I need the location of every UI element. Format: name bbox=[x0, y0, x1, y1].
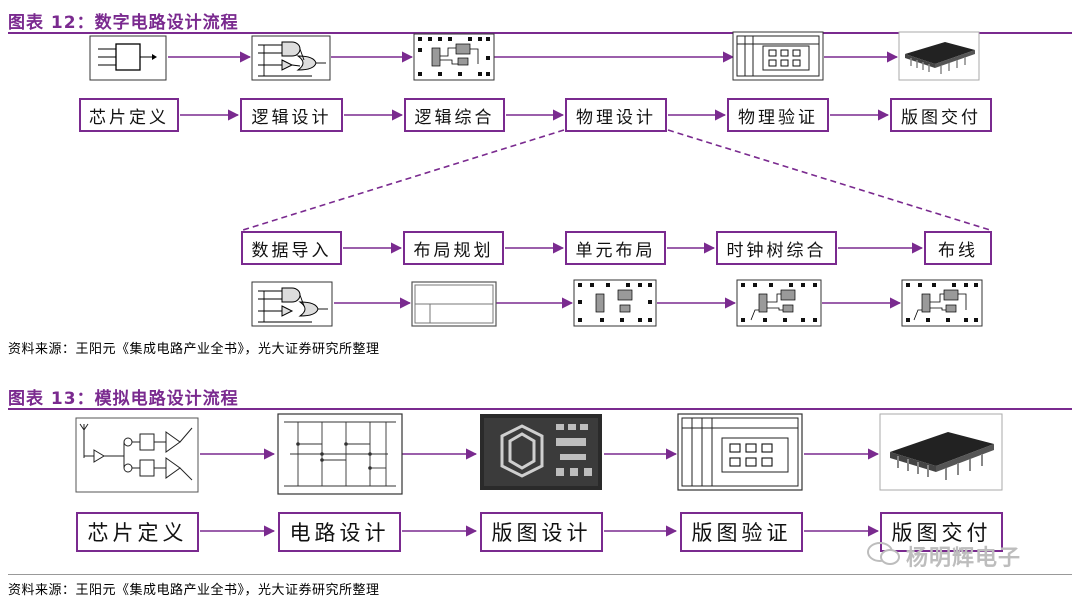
flow-box-logic-synthesis: 逻辑综合 bbox=[404, 98, 505, 132]
flow-box-layout-delivery: 版图交付 bbox=[890, 98, 992, 132]
flow-box-cell-placement: 单元布局 bbox=[565, 231, 666, 265]
flow-box-chip-definition-analog: 芯片定义 bbox=[76, 512, 199, 552]
flow-box-physical-verification: 物理验证 bbox=[727, 98, 829, 132]
flow-box-layout-verification: 版图验证 bbox=[680, 512, 803, 552]
chip-package-icon bbox=[898, 31, 980, 81]
spiral-inductor-icon bbox=[480, 414, 602, 490]
layout-cells-icon bbox=[413, 33, 495, 81]
flow-box-logic-design: 逻辑设计 bbox=[240, 98, 343, 132]
placement-icon bbox=[573, 279, 657, 327]
flow-box-routing: 布线 bbox=[924, 231, 992, 265]
clock-tree-icon bbox=[736, 279, 822, 327]
flow-box-clock-tree-synthesis: 时钟树综合 bbox=[716, 231, 837, 265]
figure-13-source: 资料来源：王阳元《集成电路产业全书》，光大证券研究所整理 bbox=[8, 583, 380, 598]
flow-box-data-import: 数据导入 bbox=[241, 231, 342, 265]
logic-gates-icon bbox=[251, 281, 333, 327]
dashed-expand-left bbox=[242, 129, 565, 231]
transistor-schematic-icon bbox=[277, 413, 403, 495]
flow-box-chip-definition: 芯片定义 bbox=[79, 98, 179, 132]
flow-box-layout-design: 版图设计 bbox=[480, 512, 603, 552]
figure-13-title: 图表 13：模拟电路设计流程 bbox=[8, 389, 239, 409]
figure-13-bottom-rule bbox=[8, 574, 1072, 575]
flow-box-floorplanning: 布局规划 bbox=[403, 231, 504, 265]
flow-box-circuit-design: 电路设计 bbox=[278, 512, 401, 552]
watermark-text: 杨明辉电子 bbox=[906, 546, 1022, 571]
layout-verify-icon bbox=[677, 413, 803, 491]
logic-gates-icon bbox=[251, 35, 331, 81]
analog-schematic-icon bbox=[75, 417, 199, 493]
chip-package-icon bbox=[879, 413, 1003, 491]
figure-12-title: 图表 12：数字电路设计流程 bbox=[8, 13, 239, 33]
wechat-icon bbox=[866, 540, 906, 570]
floorplan-icon bbox=[411, 281, 497, 327]
block-diagram-icon bbox=[89, 35, 167, 81]
layout-verify-icon bbox=[732, 31, 824, 81]
flow-box-physical-design: 物理设计 bbox=[565, 98, 667, 132]
dashed-expand-right bbox=[667, 129, 991, 231]
flow-box-layout-delivery-analog: 版图交付 bbox=[880, 512, 1003, 552]
figure-12-title-rule bbox=[8, 32, 1072, 34]
figure-13-title-rule bbox=[8, 408, 1072, 410]
figure-12-source: 资料来源：王阳元《集成电路产业全书》，光大证券研究所整理 bbox=[8, 342, 380, 357]
routing-icon bbox=[901, 279, 983, 327]
